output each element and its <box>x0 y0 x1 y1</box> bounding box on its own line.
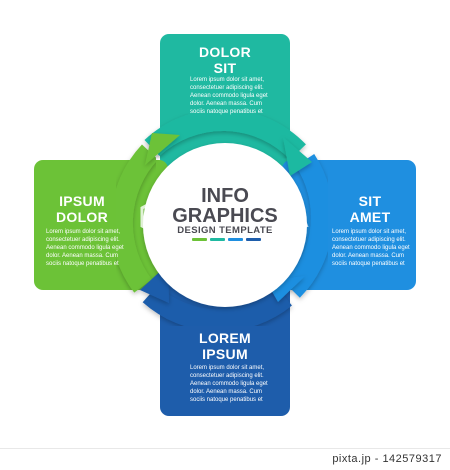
arc-right <box>283 153 333 298</box>
arrowhead-left-icon <box>145 133 180 165</box>
card-left-title-line1: IPSUM <box>59 193 105 209</box>
card-right-body-line: Lorem ipsum dolor sit amet, <box>332 229 407 235</box>
card-left-title-line2: DOLOR <box>55 209 109 225</box>
card-right-title: SIT AMET <box>330 193 410 225</box>
watermark-logo-icon <box>140 198 174 236</box>
card-top-body-line: Lorem ipsum dolor sit amet, <box>190 77 265 83</box>
card-bottom-body-line: dolor. Aenean massa. Cum <box>190 389 263 395</box>
card-left-body-line: consectetuer adipiscing elit. <box>46 237 120 243</box>
dash-1 <box>192 238 207 241</box>
card-top-title: DOLOR SIT <box>160 44 290 76</box>
card-left-body-line: Aenean commodo ligula eget <box>46 245 124 251</box>
arrowhead-top-icon <box>283 137 312 176</box>
card-left-body-line: dolor. Aenean massa. Cum <box>46 253 119 259</box>
dash-2 <box>210 238 225 241</box>
card-top-body: Lorem ipsum dolor sit amet, consectetuer… <box>190 76 268 116</box>
card-bottom-body: Lorem ipsum dolor sit amet, consectetuer… <box>190 364 268 404</box>
dash-3 <box>228 238 243 241</box>
card-right-title-line1: SIT <box>358 193 382 209</box>
card-top-body-line: dolor. Aenean massa. Cum <box>190 101 263 107</box>
card-bottom-title-line2: IPSUM <box>202 346 248 362</box>
card-top-title-line2: SIT <box>213 60 237 76</box>
card-top-title-line1: DOLOR <box>198 44 252 60</box>
center-title-line1: INFO <box>201 185 249 207</box>
card-bottom-body-line: Aenean commodo ligula eget <box>190 381 268 387</box>
card-right-body: Lorem ipsum dolor sit amet, consectetuer… <box>332 228 410 268</box>
card-right-body-line: consectetuer adipiscing elit. <box>332 237 406 243</box>
card-right-body-line: dolor. Aenean massa. Cum <box>332 253 405 259</box>
card-bottom-body-line: sociis natoque penatibus et <box>190 397 263 403</box>
card-top-body-line: consectetuer adipiscing elit. <box>190 85 264 91</box>
dash-4 <box>246 238 261 241</box>
card-left-body-line: sociis natoque penatibus et <box>46 261 119 267</box>
card-bottom-body-line: Lorem ipsum dolor sit amet, <box>190 365 265 371</box>
card-bottom-title-line1: LOREM <box>198 330 252 346</box>
card-top-body-line: sociis natoque penatibus et <box>190 109 263 115</box>
footer-bar: pixta.jp - 142579317 <box>0 448 450 470</box>
card-bottom-title: LOREM IPSUM <box>160 330 290 362</box>
card-left-title: IPSUM DOLOR <box>40 193 124 225</box>
card-right-body-line: sociis natoque penatibus et <box>332 261 405 267</box>
center-title: INFO GRAPHICS <box>165 186 285 226</box>
card-bottom-body-line: consectetuer adipiscing elit. <box>190 373 264 379</box>
card-left-body-line: Lorem ipsum dolor sit amet, <box>46 229 121 235</box>
arc-left <box>110 144 159 293</box>
center-subtitle: DESIGN TEMPLATE <box>177 225 273 236</box>
watermark-text-left: PI <box>176 202 207 233</box>
card-top-body-line: Aenean commodo ligula eget <box>190 93 268 99</box>
card-right-body-line: Aenean commodo ligula eget <box>332 245 410 251</box>
footer-id-text: pixta.jp - 142579317 <box>332 453 442 465</box>
card-right-title-line2: AMET <box>349 209 391 225</box>
center-circle <box>143 143 307 307</box>
watermark-text-right: TA <box>272 202 312 233</box>
arc-bottom <box>142 285 292 332</box>
center-title-line2: GRAPHICS <box>172 205 278 227</box>
card-left-body: Lorem ipsum dolor sit amet, consectetuer… <box>46 228 124 268</box>
